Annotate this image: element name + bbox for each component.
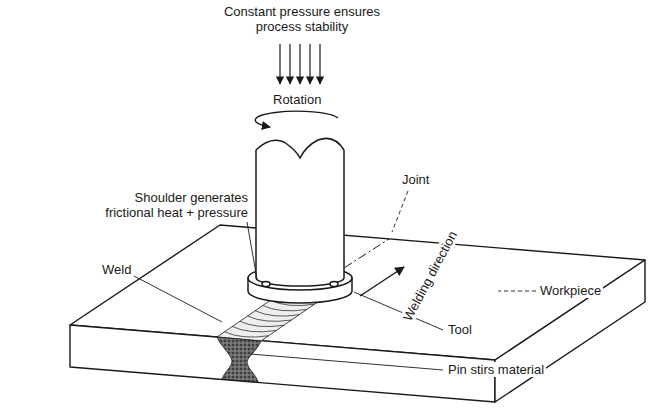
leader-line	[354, 292, 443, 330]
weld-ripple	[255, 311, 299, 316]
leader-line	[250, 354, 443, 370]
callout-label: Joint	[400, 172, 431, 187]
leader-line	[247, 222, 257, 279]
pressure-arrow	[299, 44, 300, 84]
callout-label: Welding direction	[399, 227, 461, 325]
callout-label: Rotation	[271, 92, 323, 107]
workpiece	[70, 225, 645, 402]
tool	[248, 138, 352, 303]
weld-ripple	[248, 316, 292, 321]
rotation-arrow	[255, 111, 338, 127]
callout-label: Workpiece	[538, 283, 603, 298]
stir-zone-section	[217, 337, 261, 382]
weld-ripple	[263, 306, 307, 311]
pressure-arrow	[319, 44, 320, 84]
callout-label: Tool	[446, 322, 474, 337]
plate-side	[495, 260, 645, 402]
leader-line	[134, 276, 222, 322]
pressure-arrows	[280, 44, 320, 84]
shaft-top	[256, 138, 344, 158]
shoulder-notch	[330, 282, 338, 287]
leader-line	[392, 191, 408, 232]
plate-front	[70, 325, 495, 402]
leader-line	[498, 291, 536, 292]
weld-ripple	[240, 321, 284, 326]
callout-label: Weld	[100, 262, 133, 277]
direction-arrow	[360, 267, 404, 296]
note-text: Constant pressure ensures process stabil…	[214, 4, 390, 34]
shaft	[256, 150, 344, 286]
callout-label: Pin stirs material	[446, 362, 546, 377]
pressure-arrow	[309, 44, 310, 84]
pressure-arrow	[279, 44, 280, 84]
pressure-arrow	[289, 44, 290, 84]
callout-label: Shoulder generates frictional heat + pre…	[84, 190, 250, 220]
weld-ripple	[225, 332, 269, 337]
weld-ripple	[232, 327, 276, 332]
shoulder-notch	[262, 282, 270, 287]
